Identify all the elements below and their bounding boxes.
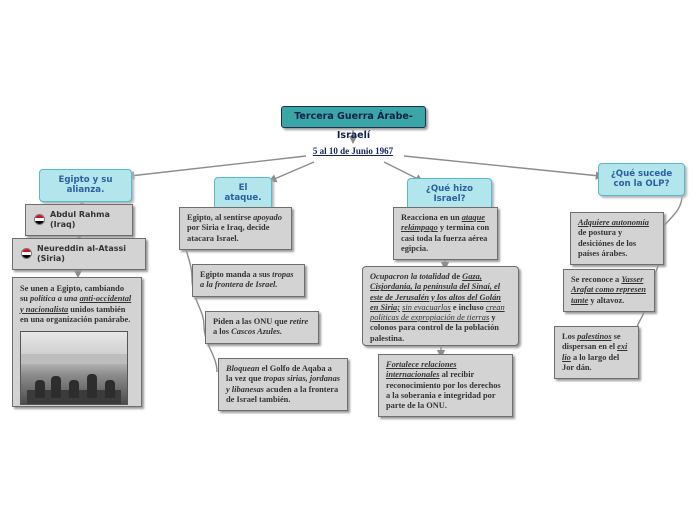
flag-stripe-top [35,215,44,219]
text-run: Se unen a Egipto, cambiando su [20,284,125,304]
alliance-description[interactable]: Se unen a Egipto, cambiando su política … [12,277,142,407]
text-run: de [451,272,461,281]
text-run: Piden a las ONU que [213,317,288,326]
text-run: y colonos para control de la población p… [370,313,499,343]
text-run: y termina con casi toda la fuerza aérea … [401,223,490,253]
link-date-israel [383,161,424,182]
text-run: por Siria e Iraq, decide atacara Israel. [187,223,270,243]
photo-soldier [35,380,45,398]
ataque-item-tropas[interactable]: Egipto manda a sus tropas a la frontera … [192,264,305,297]
text-run: unidos también en una organización panár… [20,304,131,324]
text-run: Egipto manda a sus [200,270,271,279]
text-run-underlined: sin evacuarlos [402,302,451,312]
text-run-italic: tropas sirias, jordanas y libanesas [226,374,341,394]
flag-stripe-top [22,249,31,253]
link-date-olp [403,155,605,180]
text-run: Se reconoce a [571,275,620,284]
text-run-underlined: anti-occidental y nacionalista [20,294,132,314]
text-run: Egipto, al sentirse [187,213,251,222]
israel-item-ataque-relampago[interactable]: Reacciona en un ataque relámpago y termi… [393,207,498,260]
olp-item-arafat[interactable]: Se reconoce a Yasser Arafat como represe… [563,269,655,312]
text-run-underlined: ataque relámpago [401,213,485,233]
photo-soldier [51,376,61,398]
ataque-item-apoyo[interactable]: Egipto, al sentirse apoyado por Siria e … [179,207,292,250]
text-run-italic: retire [289,317,309,326]
war-photo-image [20,331,128,405]
flag-stripe-mid [35,218,44,222]
topic-egipto-alianza[interactable]: Egipto y su alianza. [39,169,132,202]
link-date-egipto [125,155,307,180]
ataque-item-bloqueo[interactable]: Bloquean el Golfo de Aqaba a la vez que … [218,358,348,411]
text-run-underlined: Gaza, Cisjordania, la península del Sina… [370,272,501,312]
flag-stripe-mid [22,252,31,256]
person-name: Neureddin al-Atassi (Siria) [37,244,127,263]
olp-item-dispersion[interactable]: Los palestinos se dispersan en el exi li… [554,326,639,379]
photo-soldier [69,380,79,398]
text-run: de postura y desiciónes de los países ár… [578,228,637,258]
text-run-underlined: exi lio [562,342,628,362]
text-run-italic: tropas a la frontera de Israel. [200,270,294,290]
text-run: a los [213,327,230,337]
text-run: e incluso [452,302,484,312]
text-run-italic: Ocupacron la totalidad [370,272,450,281]
text-run-underlined: Adquiere autonomía [578,218,649,227]
olp-item-autonomia[interactable]: Adquiere autonomía de postura y desición… [570,212,664,265]
central-topic[interactable]: Tercera Guerra Árabe-Israelí [281,106,426,141]
ataque-item-onu[interactable]: Piden a las ONU que retire a los Cascos … [205,311,319,344]
text-run: a lo largo del Jor dán. [562,352,620,372]
person-name: Abdul Rahma (Iraq) [50,210,110,229]
link-date-ataque [268,161,315,183]
date-subtopic[interactable]: 5 al 10 de Junio 1967 [312,146,394,156]
text-run: acuden a la frontera de Israel también. [226,384,339,404]
text-run-underlined: Fortalece relaciones internacionales [386,360,457,380]
text-run-italic: Bloquean [226,364,260,373]
iraq-flag-icon [34,214,45,226]
text-run-italic: política a una [30,294,78,304]
flag-stripe-bottom [35,221,44,225]
text-run: Reacciona en un [401,213,460,222]
person-neureddin-al-atassi[interactable]: Neureddin al-Atassi (Siria) [12,238,146,270]
topic-el-ataque[interactable]: El ataque. [214,177,272,210]
topic-que-hizo-israel[interactable]: ¿Qué hizo Israel? [407,178,492,211]
text-run-italic: apoyado [253,213,282,222]
israel-item-relaciones[interactable]: Fortalece relaciones internacionales al … [378,354,513,418]
photo-soldier [87,374,97,398]
photo-sea [21,353,127,364]
syria-flag-icon [21,248,32,260]
text-run: Los [562,332,576,341]
text-run-underlined: palestinos [577,332,612,341]
text-run: el Golfo de Aqaba a la vez que [226,364,332,384]
text-run: al recibir reconocimiento por los derech… [386,370,501,410]
link-ataque-spine [182,227,218,373]
text-run-italic: Cascos Azules. [231,327,283,337]
photo-soldier [105,380,115,398]
israel-item-ocupacion[interactable]: Ocupacron la totalidad de Gaza, Cisjorda… [362,266,519,346]
flag-stripe-bottom [22,255,31,259]
text-run: y altavoz. [590,295,625,305]
person-abdul-rahma[interactable]: Abdul Rahma (Iraq) [25,204,133,236]
alliance-text: Se unen a Egipto, cambiando su política … [20,284,134,325]
text-run-underlined: Yasser Arafat como represen tante [571,275,646,305]
text-run: se dispersan en el [562,332,621,352]
text-run-underlined: crean políticas de expropiación de tierr… [370,302,505,322]
topic-que-sucede-olp[interactable]: ¿Qué sucede con la OLP? [598,163,685,196]
